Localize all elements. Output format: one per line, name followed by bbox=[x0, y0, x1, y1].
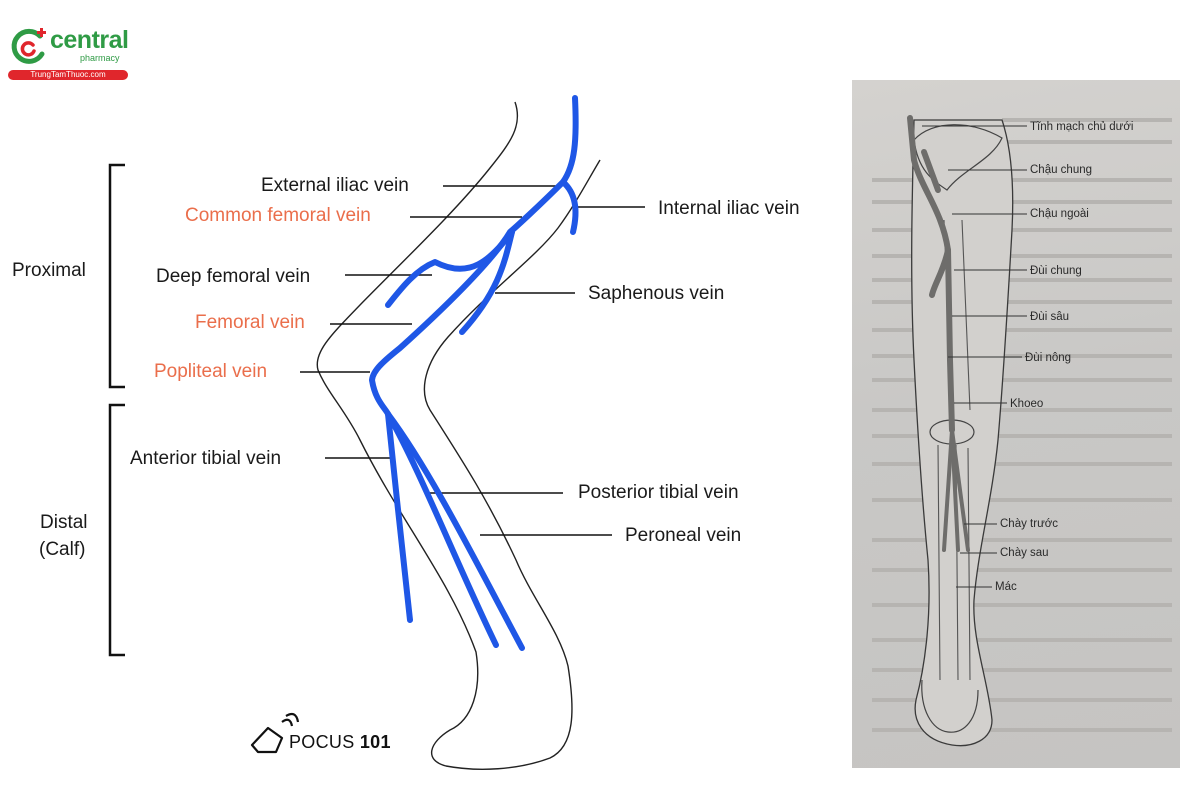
calf-label: (Calf) bbox=[39, 539, 86, 560]
foot bbox=[921, 679, 979, 733]
distal-label: Distal bbox=[40, 512, 88, 533]
label-internal-iliac-vein: Internal iliac vein bbox=[658, 198, 800, 219]
saphenous-vein bbox=[459, 229, 515, 335]
pocus-brand: POCUS 101 bbox=[289, 732, 391, 753]
pelvis-outline bbox=[913, 124, 1003, 191]
label-femoral-vein: Femoral vein bbox=[195, 312, 305, 333]
photo-label-anterior-tibial: Chày trước bbox=[1000, 518, 1059, 530]
textbook-photo: Tĩnh mạch chủ dưới Chậu chung Chậu ngoài… bbox=[852, 80, 1180, 768]
label-deep-femoral-vein: Deep femoral vein bbox=[156, 266, 311, 287]
label-saphenous-vein: Saphenous vein bbox=[588, 283, 725, 304]
main-vein bbox=[369, 95, 579, 417]
label-anterior-tibial-vein: Anterior tibial vein bbox=[130, 448, 282, 469]
logo-name: central bbox=[50, 26, 129, 54]
leg-outline bbox=[316, 101, 601, 770]
leader-lines bbox=[300, 185, 645, 536]
textbook-leg-drawing bbox=[872, 115, 1172, 747]
label-external-iliac-vein: External iliac vein bbox=[261, 175, 409, 196]
label-peroneal-vein: Peroneal vein bbox=[625, 525, 742, 546]
peroneal-vein bbox=[385, 411, 525, 651]
label-common-femoral-vein: Common femoral vein bbox=[185, 205, 371, 226]
photo-label-posterior-tibial: Chày sau bbox=[1000, 547, 1049, 559]
photo-label-popliteal: Khoeo bbox=[1010, 398, 1044, 410]
photo-label-external-iliac: Chậu ngoài bbox=[1030, 208, 1089, 220]
leg-illustration bbox=[108, 95, 645, 770]
group-brackets bbox=[108, 163, 125, 657]
proximal-label: Proximal bbox=[12, 260, 86, 281]
proximal-bracket bbox=[108, 163, 125, 389]
label-posterior-tibial-vein: Posterior tibial vein bbox=[578, 482, 739, 503]
label-popliteal-vein: Popliteal vein bbox=[154, 361, 268, 382]
logo-mark-icon bbox=[11, 28, 46, 64]
pocus-number: 101 bbox=[359, 732, 391, 752]
pocus-prefix: POCUS bbox=[289, 732, 355, 752]
deep-femoral bbox=[929, 247, 951, 298]
central-pharmacy-logo: central pharmacy TrungTamThuoc.com bbox=[6, 22, 130, 82]
internal-iliac-vein bbox=[560, 179, 579, 235]
deep-femoral-vein bbox=[385, 229, 515, 308]
posterior-tibial-vein bbox=[385, 411, 499, 648]
photo-label-common-iliac: Chậu chung bbox=[1030, 164, 1093, 176]
anterior-tibial-vein bbox=[385, 411, 413, 623]
distal-bracket bbox=[108, 403, 125, 657]
leg-vein-diagram: Proximal Distal (Calf) External iliac ve… bbox=[12, 95, 800, 770]
logo-site: TrungTamThuoc.com bbox=[8, 70, 128, 80]
textbook-veins bbox=[907, 115, 970, 552]
photo-label-superficial-femoral: Đùi nông bbox=[1025, 352, 1072, 364]
logo-subtitle: pharmacy bbox=[80, 53, 120, 63]
photo-label-common-femoral: Đùi chung bbox=[1030, 265, 1082, 277]
photo-label-peroneal: Mác bbox=[995, 581, 1017, 593]
photo-label-deep-femoral: Đùi sâu bbox=[1030, 311, 1069, 323]
popliteal bbox=[947, 357, 955, 433]
vein-network bbox=[369, 95, 579, 651]
ivc-femoral-vein bbox=[907, 115, 953, 363]
textbook-leader-lines bbox=[922, 125, 1027, 588]
photo-label-ivc: Tĩnh mạch chủ dưới bbox=[1030, 121, 1134, 133]
probe-icon bbox=[250, 712, 300, 754]
